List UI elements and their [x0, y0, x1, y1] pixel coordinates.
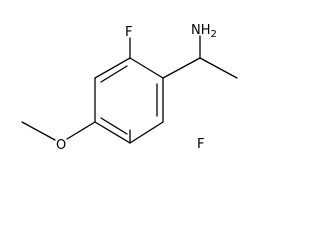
bond-ring-to-o [66, 121, 96, 140]
atom-label-fluorine-bottom: F [197, 137, 204, 152]
bond-ring-to-ch [162, 57, 201, 79]
bond-o-to-methyl [21, 121, 56, 141]
ring-bond [94, 121, 131, 144]
ring-double-bond [100, 117, 128, 135]
atom-label-oxygen: O [56, 138, 66, 153]
ring-double-bond [100, 65, 128, 83]
atom-label-fluorine-top: F [125, 25, 132, 40]
ring-bond [94, 57, 131, 79]
bond-ch-to-methyl [199, 57, 238, 79]
benzene-ring [94, 57, 164, 144]
chemical-structure: F F NH2 O [21, 23, 238, 153]
ring-bond [129, 121, 164, 144]
atom-label-amine: NH2 [191, 23, 217, 40]
ring-bond [129, 57, 164, 79]
